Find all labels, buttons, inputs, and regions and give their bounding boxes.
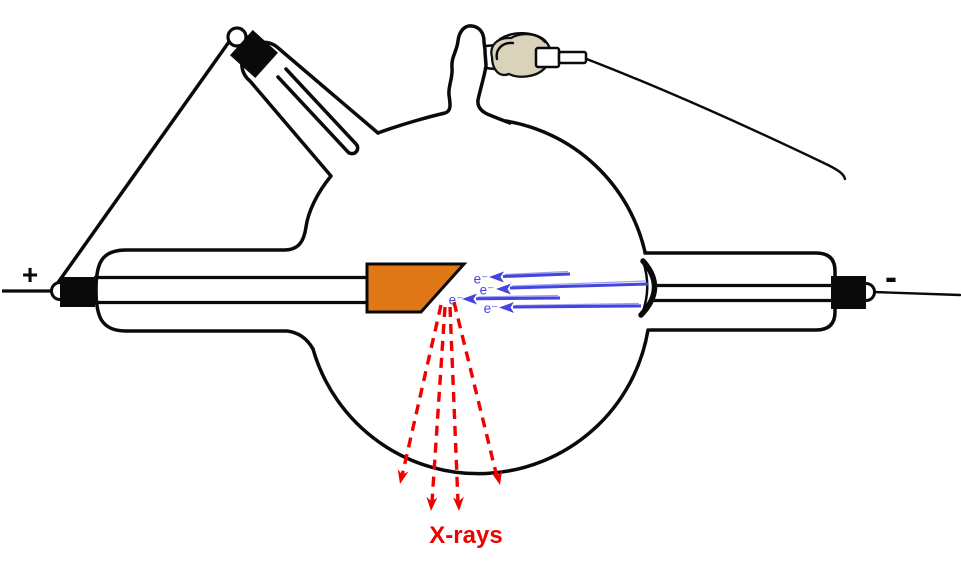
anode-rod [94, 275, 370, 305]
xray-rays [400, 301, 499, 503]
terminal-connector-small [557, 50, 588, 65]
terminal-cap-left [50, 277, 95, 307]
electron-labels: e⁻ e⁻ e⁻ e⁻ [449, 272, 499, 317]
electron-arrow-line [475, 296, 561, 301]
electron-arrow-head [462, 293, 477, 305]
electron-trail [504, 270, 569, 276]
bulb-top-right-arc [504, 119, 647, 254]
electron-beam: e⁻ e⁻ e⁻ e⁻ [449, 270, 649, 317]
electron-arrow-line [512, 304, 642, 309]
cathode-cup [638, 258, 658, 318]
xray-arrow-head [452, 496, 464, 511]
electron-arrow-lines [475, 272, 649, 309]
xray-ray [452, 301, 499, 478]
cathode-cup-outer [638, 258, 658, 318]
xray-arrow-head [491, 470, 503, 485]
cathode-lead-wire [872, 290, 961, 297]
electron-arrow-line [502, 272, 571, 278]
electron-trail [477, 294, 559, 298]
electron-label: e⁻ [484, 301, 499, 316]
cathode-rod [652, 283, 833, 303]
electron-arrow-heads [462, 271, 514, 313]
seal-blob-outer-line [498, 32, 547, 44]
right-cap [831, 276, 866, 309]
electron-trail [511, 280, 646, 287]
terminal-cap-right [831, 276, 876, 309]
xray-arrow-heads [397, 469, 503, 511]
electron-arrow-head [496, 283, 511, 295]
side-arm-tip-bump [226, 26, 248, 48]
xray-beam: X-rays [397, 301, 503, 549]
electron-trails [477, 270, 646, 307]
top-terminal [483, 32, 588, 78]
electron-arrow-head [499, 302, 514, 313]
xray-ray [430, 306, 447, 503]
side-arm-rod [276, 67, 360, 156]
minus-label: - [885, 256, 897, 297]
bulb-bottom-arc [311, 328, 650, 476]
electron-label: e⁻ [449, 293, 464, 308]
top-terminal-wire [582, 56, 847, 181]
wires [2, 37, 961, 297]
cathode-cup-inner [640, 259, 649, 316]
xray-ray [448, 306, 460, 503]
xrays-label: X-rays [429, 522, 502, 549]
right-tube-outline [643, 251, 837, 332]
glass-envelope [94, 24, 837, 476]
xray-ray [400, 304, 443, 477]
xray-arrow-head [397, 469, 409, 484]
electron-label: e⁻ [474, 272, 489, 287]
electron-arrow-head [489, 271, 504, 283]
electron-trail [514, 302, 640, 307]
seal-blob-fold [495, 41, 515, 61]
neck-and-nozzle-outline [376, 24, 512, 135]
electron-label: e⁻ [480, 283, 495, 298]
anode-support-wire [55, 37, 233, 286]
side-arm-band [229, 29, 279, 79]
xray-arrow-head [426, 496, 438, 511]
anode-target [365, 262, 468, 314]
electron-arrow-line [509, 282, 649, 290]
plus-label: + [22, 259, 38, 290]
terminal-connector-large [534, 46, 561, 69]
left-cap [60, 277, 95, 307]
